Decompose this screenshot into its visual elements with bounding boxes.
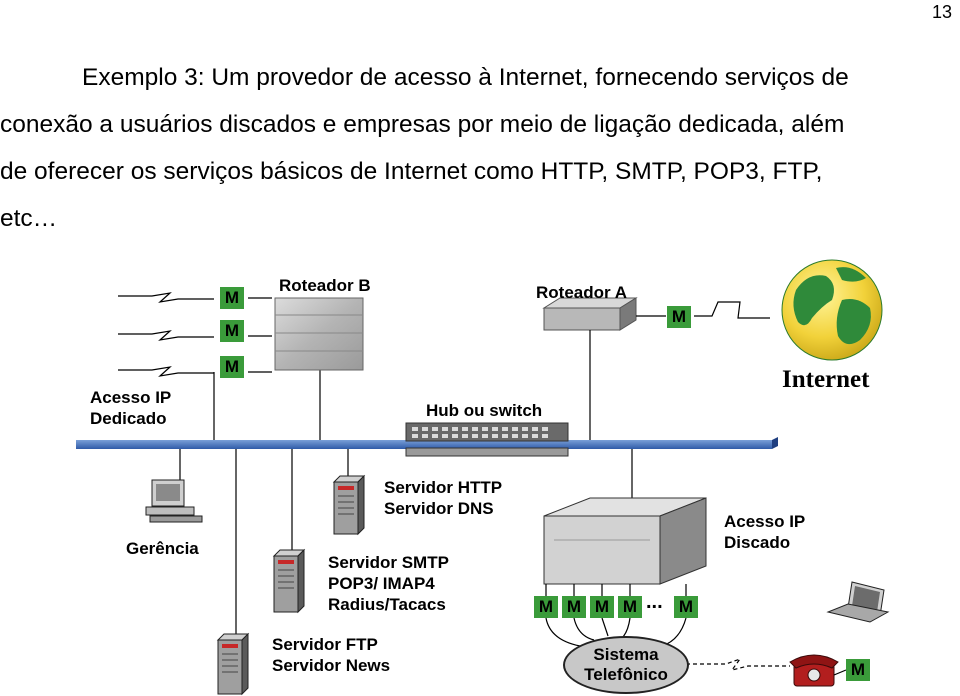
modem-ellipsis: ... [646, 591, 663, 613]
router-a-label: Roteador A [536, 283, 627, 302]
server-icon [272, 548, 306, 614]
server-icon [332, 474, 366, 536]
dedicated-access-label: Acesso IP Dedicado [90, 387, 171, 429]
label-line: Servidor News [272, 656, 391, 675]
label-line: POP3/ IMAP4 [328, 574, 435, 593]
phone-system: Sistema Telefônico [563, 636, 689, 694]
computer-icon [145, 479, 203, 523]
smtp-server-label: Servidor SMTP POP3/ IMAP4 Radius/Tacacs [328, 552, 449, 615]
dialup-access-label: Acesso IP Discado [724, 511, 805, 553]
modem-box: M [534, 596, 558, 618]
router-a [542, 297, 770, 440]
router-b-label: Roteador B [279, 276, 371, 295]
phone-icon [789, 654, 839, 687]
hub-label: Hub ou switch [426, 401, 543, 420]
management-label: Gerência [126, 539, 199, 558]
modem-box: M [667, 306, 691, 328]
http-server-label: Servidor HTTP Servidor DNS [384, 477, 502, 519]
label-line: Servidor DNS [384, 499, 494, 518]
laptop-icon [826, 581, 890, 623]
ftp-server-label: Servidor FTP Servidor News [272, 634, 390, 676]
modem-box: M [220, 320, 244, 342]
modem-box: M [562, 596, 586, 618]
globe-icon [781, 259, 883, 361]
label-line: Telefônico [584, 665, 668, 684]
label-line: Dedicado [90, 409, 167, 428]
page-number: 13 [931, 2, 952, 22]
modem-box: M [674, 596, 698, 618]
paragraph-line: Exemplo 3: Um provedor de acesso à Inter… [82, 64, 849, 91]
label-line: Servidor HTTP [384, 478, 503, 497]
modem-box: M [220, 356, 244, 378]
modem-box: M [590, 596, 614, 618]
label-line: Servidor SMTP [328, 553, 449, 572]
drop-lines [179, 449, 633, 636]
label-line: Sistema [593, 645, 659, 664]
server-icon [216, 632, 250, 696]
modem-box: M [220, 287, 244, 309]
modem-box: M [846, 659, 870, 681]
modem-box: M [618, 596, 642, 618]
paragraph-line: conexão a usuários discados e empresas p… [0, 111, 845, 138]
label-line: Acesso IP [90, 388, 172, 407]
label-line: Discado [724, 533, 791, 552]
intro-paragraph: Exemplo 3: Um provedor de acesso à Inter… [0, 54, 950, 242]
internet-label: Internet [782, 366, 870, 393]
dial-line [686, 657, 790, 671]
label-line: Acesso IP [724, 512, 806, 531]
label-line: Servidor FTP [272, 635, 378, 654]
paragraph-line: etc… [0, 205, 58, 232]
label-line: Radius/Tacacs [328, 595, 446, 614]
network-bus [76, 437, 778, 449]
router-b [274, 297, 364, 371]
paragraph-line: de oferecer os serviços básicos de Inter… [0, 158, 823, 185]
dedicated-lines [118, 292, 321, 440]
access-server [543, 497, 707, 585]
hub-switch [405, 422, 569, 457]
